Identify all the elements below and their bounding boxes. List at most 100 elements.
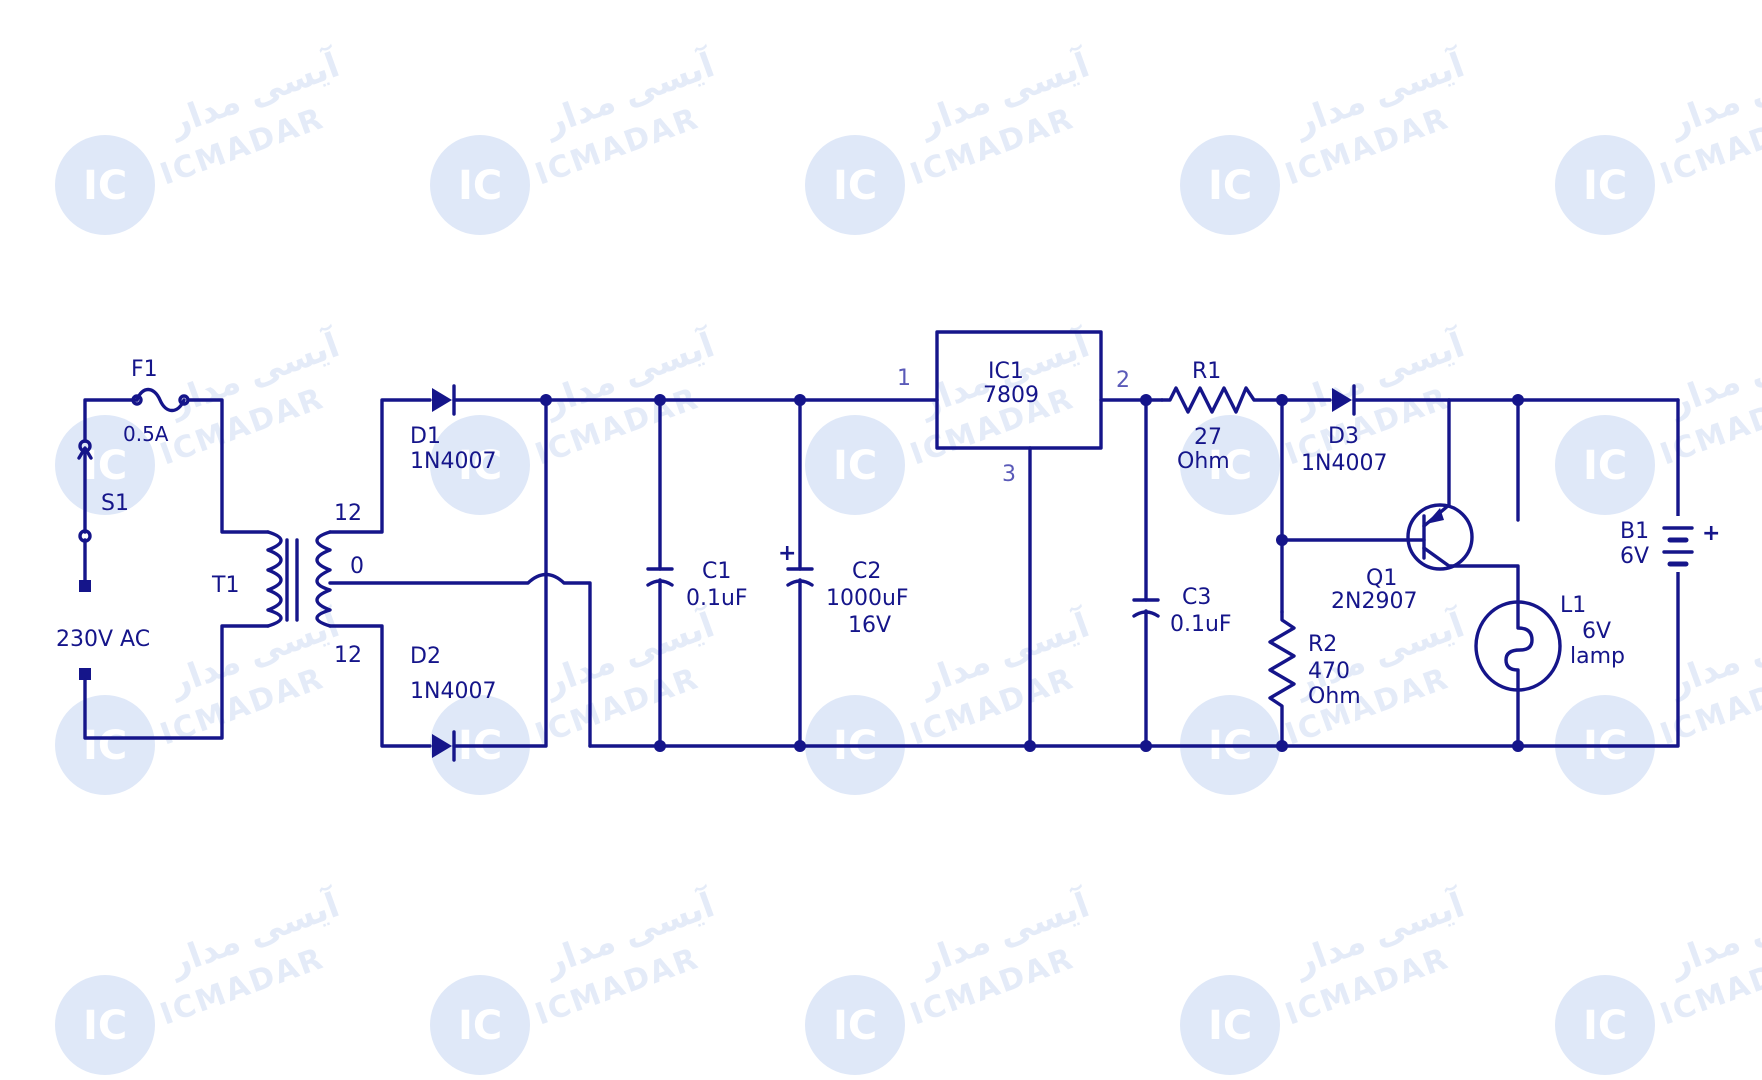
- watermark: IC ICMADAR آیسی مدار: [55, 43, 346, 235]
- resistor-r2-label: R2: [1308, 632, 1337, 657]
- battery-b1-label: B1: [1620, 519, 1649, 544]
- diode-d1-part: 1N4007: [410, 449, 496, 474]
- wire-fuse-to-primary: [186, 398, 270, 534]
- regulator-ic1: IC1 7809 1 2 3: [897, 330, 1130, 748]
- diode-d3-label: D3: [1328, 424, 1359, 449]
- watermark: IC ICMADAR آیسی مدار: [805, 43, 1096, 235]
- switch-s1: [77, 439, 93, 543]
- watermark: IC ICMADAR آیسی مدار: [1180, 323, 1471, 515]
- input-section: F1 0.5A S1 230V AC: [56, 357, 270, 740]
- diode-d1: D1 1N4007: [410, 384, 496, 474]
- transistor-q1: Q1 2N2907: [1331, 398, 1520, 614]
- capacitor-c2-voltage: 16V: [848, 613, 891, 638]
- regulator-ic1-part: 7809: [983, 383, 1039, 408]
- watermark: IC ICMADAR آیسی مدار: [430, 323, 721, 515]
- capacitor-c2: + C2 1000uF 16V: [778, 398, 909, 748]
- junction-dot: [654, 394, 666, 406]
- junction-dot: [654, 740, 666, 752]
- battery-b1-polarity: +: [1702, 521, 1720, 546]
- watermark: IC ICMADAR آیسی مدار: [430, 883, 721, 1075]
- watermark-logo: IC: [833, 163, 877, 209]
- watermark-logo: IC: [83, 443, 127, 489]
- transistor-q1-part: 2N2907: [1331, 589, 1417, 614]
- watermark-logo: IC: [83, 723, 127, 769]
- diode-d3-part: 1N4007: [1301, 451, 1387, 476]
- junction-dot: [1276, 534, 1288, 546]
- resistor-r1-label: R1: [1192, 359, 1221, 384]
- junction-dot: [1276, 394, 1288, 406]
- regulator-ic1-label: IC1: [988, 359, 1024, 384]
- fuse-f1-rating: 0.5A: [123, 422, 169, 446]
- capacitor-c1-value: 0.1uF: [686, 586, 748, 611]
- watermark-logo: IC: [1208, 443, 1252, 489]
- resistor-r1: R1 27 Ohm: [1160, 359, 1284, 474]
- regulator-pin-3: 3: [1002, 462, 1016, 487]
- wire-return-to-primary: [83, 624, 270, 740]
- wire-ground-rail: [588, 398, 1680, 748]
- input-terminal-top: [79, 580, 91, 592]
- watermark-logo: IC: [1208, 1003, 1252, 1049]
- diode-d2-part: 1N4007: [410, 679, 496, 704]
- regulator-pin-2: 2: [1116, 368, 1130, 393]
- junction-dot: [794, 740, 806, 752]
- regulator-pin-1: 1: [897, 366, 911, 391]
- watermark: IC ICMADAR آیسی مدار: [1555, 883, 1762, 1075]
- lamp-l1-label: L1: [1560, 593, 1586, 618]
- watermark: IC ICMADAR آیسی مدار: [805, 883, 1096, 1075]
- battery-b1-value: 6V: [1620, 544, 1649, 569]
- capacitor-c2-polarity: +: [778, 541, 796, 566]
- capacitor-c3-label: C3: [1182, 585, 1211, 610]
- junction-dot: [1140, 394, 1152, 406]
- diode-d2: D2 1N4007: [410, 644, 496, 762]
- junction-dot: [1512, 740, 1524, 752]
- watermark-logo: IC: [458, 1003, 502, 1049]
- junction-dot: [1276, 740, 1288, 752]
- watermark-logo: IC: [458, 443, 502, 489]
- schematic: F1 0.5A S1 230V AC T1 12 0 12 D1 1N4007: [56, 330, 1720, 762]
- watermark-logo: IC: [833, 443, 877, 489]
- watermark: IC ICMADAR آیسی مدار: [805, 323, 1096, 515]
- watermark: IC ICMADAR آیسی مدار: [55, 323, 346, 515]
- watermark-logo: IC: [83, 1003, 127, 1049]
- resistor-r2-value: 470: [1308, 659, 1350, 684]
- resistor-r1-unit: Ohm: [1177, 449, 1230, 474]
- wire-switch-to-fuse: [83, 398, 139, 443]
- wire-secondary-top: [328, 398, 432, 534]
- capacitor-c3-value: 0.1uF: [1170, 612, 1232, 637]
- watermark-logo: IC: [1208, 163, 1252, 209]
- watermark-logo: IC: [1583, 443, 1627, 489]
- diode-d3: D3 1N4007: [1301, 384, 1387, 476]
- watermark: IC ICMADAR آیسی مدار: [1180, 883, 1471, 1075]
- watermark: IC ICMADAR آیسی مدار: [55, 883, 346, 1075]
- resistor-r2: R2 470 Ohm: [1268, 610, 1361, 748]
- battery-b1: B1 6V +: [1620, 516, 1720, 572]
- capacitor-c2-label: C2: [852, 559, 881, 584]
- junction-dot: [1512, 394, 1524, 406]
- watermark-logo: IC: [833, 1003, 877, 1049]
- watermark: IC ICMADAR آیسی مدار: [1555, 323, 1762, 515]
- regulator-ic1-body: [935, 330, 1103, 450]
- resistor-r1-value: 27: [1194, 425, 1222, 450]
- watermark-logo: IC: [83, 163, 127, 209]
- diode-d1-label: D1: [410, 424, 441, 449]
- fuse-f1-label: F1: [131, 357, 158, 382]
- capacitor-c1-label: C1: [702, 559, 731, 584]
- capacitor-c3: C3 0.1uF: [1132, 398, 1232, 748]
- watermark-logo: IC: [458, 163, 502, 209]
- lamp-l1-type: lamp: [1570, 644, 1625, 669]
- tap-top-label: 12: [334, 501, 362, 526]
- watermark: IC ICMADAR آیسی مدار: [1555, 43, 1762, 235]
- input-terminal-bottom: [79, 668, 91, 680]
- junction-dot: [1140, 740, 1152, 752]
- wire-secondary-bottom: [328, 624, 432, 748]
- junction-dot: [540, 394, 552, 406]
- lamp-l1: L1 6V lamp: [1474, 593, 1625, 748]
- watermark: IC ICMADAR آیسی مدار: [1180, 43, 1471, 235]
- junction-dots: [540, 394, 1524, 752]
- watermark-logo: IC: [1583, 163, 1627, 209]
- lamp-l1-value: 6V: [1582, 619, 1611, 644]
- tap-center-label: 0: [350, 554, 364, 579]
- capacitor-c1: C1 0.1uF: [646, 398, 748, 748]
- switch-s1-label: S1: [101, 491, 129, 516]
